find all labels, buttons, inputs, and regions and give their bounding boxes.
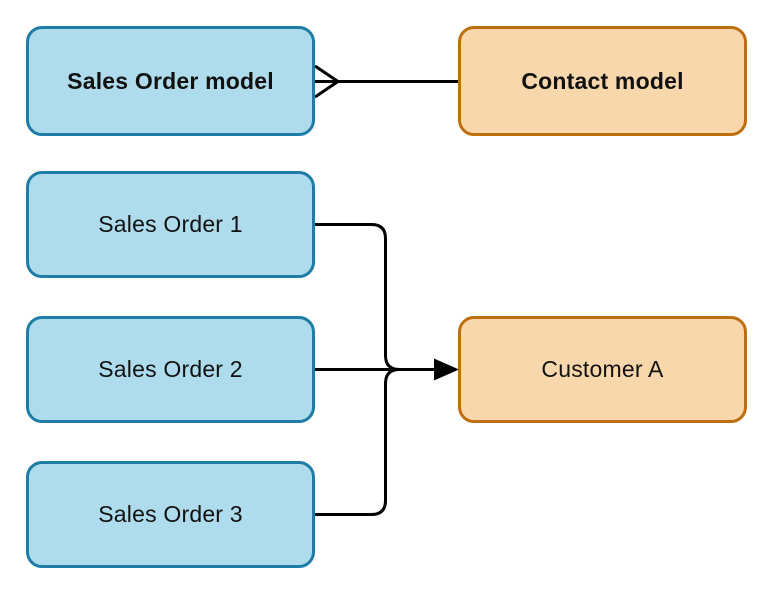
node-label: Customer A [541,356,664,382]
edge-sales-order-3-to-customer-a [313,368,400,516]
edge-sales-order-1-to-customer-a [313,223,400,371]
node-sales-order-3: Sales Order 3 [26,461,315,568]
arrowhead-marker [434,358,459,381]
node-label: Sales Order model [67,67,274,94]
node-contact-model: Contact model [458,26,747,136]
node-label: Sales Order 2 [98,356,243,382]
node-sales-order-model: Sales Order model [26,26,315,136]
node-sales-order-1: Sales Order 1 [26,171,315,278]
crows-foot-many-marker [314,64,341,99]
node-label: Contact model [521,67,684,94]
node-sales-order-2: Sales Order 2 [26,316,315,423]
node-label: Sales Order 3 [98,501,243,527]
node-label: Sales Order 1 [98,211,243,237]
node-customer-a: Customer A [458,316,747,423]
